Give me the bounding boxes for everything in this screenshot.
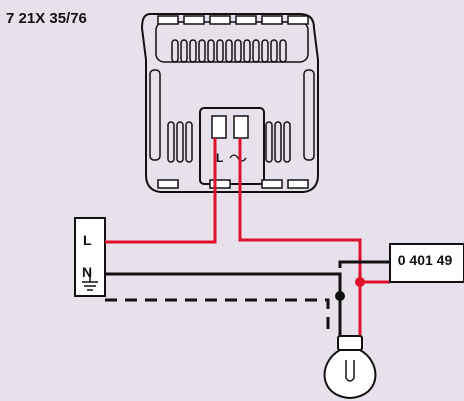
live-junction: [355, 277, 365, 287]
terminal-n-label: N: [82, 264, 93, 280]
neutral-junction: [335, 291, 345, 301]
tilde-mark: [229, 154, 247, 162]
product-reference: 7 21X 35/76: [6, 10, 87, 27]
earth-symbol-icon: [82, 270, 98, 291]
supply-terminal-block: [74, 217, 106, 297]
module-terminal-mark: L: [216, 151, 223, 165]
neutral-wire: [105, 260, 390, 296]
switch-module: [140, 13, 319, 193]
device-box: [389, 243, 464, 283]
earth-wire: [105, 298, 330, 330]
lamp-feed: [338, 300, 362, 340]
device-box-label: 0 401 49: [397, 252, 453, 268]
live-wire: [105, 138, 390, 300]
lamp-bulb-icon: [323, 335, 377, 400]
terminal-l-label: L: [83, 232, 92, 248]
